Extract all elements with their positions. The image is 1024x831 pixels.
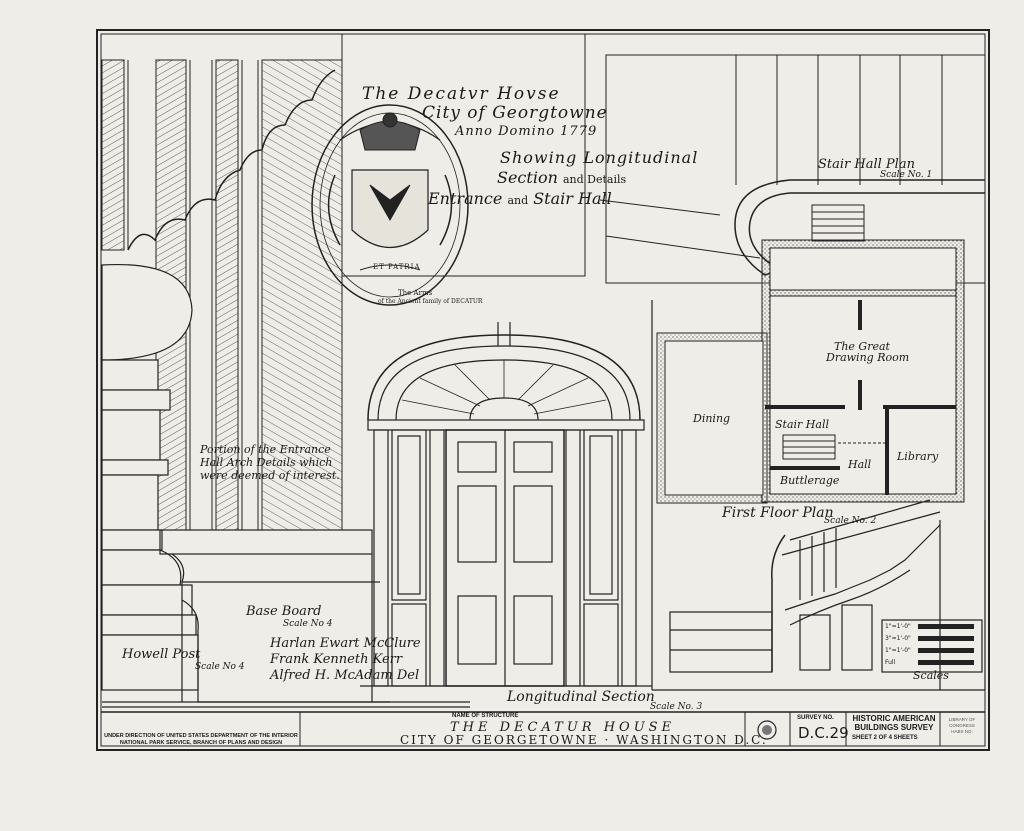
library-stamp: LIBRARY OF CONGRESS HABS NO. [948, 717, 976, 734]
title-line-5: Section and Details [497, 168, 626, 187]
survey-number: D.C.29 [798, 724, 849, 742]
base-board-detail [102, 529, 470, 708]
longitudinal-label: Longitudinal Section [507, 689, 655, 705]
staircase-section [651, 300, 986, 691]
room-dining: Dining [693, 412, 731, 425]
sheet-border [96, 29, 990, 751]
structure-city: CITY OF GEORGETOWNE · WASHINGTON D.C. [400, 733, 768, 747]
survey-label: SURVEY NO. [797, 715, 834, 721]
room-stair-hall: Stair Hall [775, 418, 829, 431]
doorway-elevation [360, 322, 652, 687]
drafter-1: Harlan Ewart McClure [270, 636, 421, 651]
room-buttery: Buttlerage [780, 474, 840, 487]
drafter-2: Frank Kenneth Kerr [270, 652, 403, 667]
first-floor-plan [656, 239, 965, 504]
howell-scale: Scale No 4 [195, 662, 245, 672]
agency-text: UNDER DIRECTION OF UNITED STATES DEPARTM… [104, 733, 298, 746]
arms-motto: ET PATRIA [373, 263, 421, 271]
room-drawing-2: Drawing Room [826, 351, 910, 364]
title-box [341, 33, 586, 277]
scales-label: Scales [913, 669, 949, 682]
coat-of-arms [311, 104, 469, 306]
scale-bars [918, 624, 974, 665]
stair-hall-plan-scale: Scale No. 1 [880, 170, 933, 180]
scale-row-4: Full [885, 659, 896, 666]
newel-post [101, 263, 199, 691]
longitudinal-scale: Scale No. 3 [650, 702, 703, 712]
drafters: Harlan Ewart McClure Frank Kenneth Kerr … [270, 636, 440, 684]
base-board-scale: Scale No 4 [283, 619, 333, 629]
base-board-label: Base Board [246, 604, 322, 619]
entrance-note: Portion of the Entrance Hall Arch Detail… [200, 443, 340, 482]
structure-name: THE DECATUR HOUSE [450, 720, 676, 735]
sheet-number: SHEET 2 OF 4 SHEETS [852, 735, 918, 741]
arms-caption-2: of the Ancient family of DECATUR [378, 298, 483, 305]
seal [757, 720, 777, 740]
title-line-1: The Decatvr Hovse [362, 84, 561, 104]
title-line-6: Entrance and Stair Hall [428, 189, 612, 208]
arms-caption: The Arms [398, 289, 433, 297]
room-drawing-1: The Great [834, 340, 890, 353]
first-floor-label: First Floor Plan [722, 505, 834, 521]
title-line-2: City of Georgtowne [422, 103, 608, 123]
title-stair-hall: Stair Hall [533, 189, 612, 208]
habs-title: HISTORIC AMERICAN BUILDINGS SURVEY [852, 714, 936, 732]
howell-label: Howell Post [122, 647, 201, 662]
title-section: Section [497, 168, 558, 187]
scale-row-1: 1"=1'-0" [885, 623, 911, 630]
stair-hall-plan-label: Stair Hall Plan [818, 157, 915, 172]
scale-row-3: 1"=1'-0" [885, 647, 911, 654]
first-floor-scale: Scale No. 2 [824, 516, 877, 526]
seal-inner [762, 725, 772, 735]
room-hall: Hall [848, 458, 872, 471]
scale-row-2: 3"=1'-0" [885, 635, 911, 642]
structure-label: NAME OF STRUCTURE [452, 713, 519, 719]
title-line-4: Showing Longitudinal [500, 148, 699, 167]
title-line-3: Anno Domino 1779 [455, 124, 598, 139]
drafter-3: Alfred H. McAdam Del [270, 668, 420, 683]
room-library: Library [897, 450, 939, 463]
title-and: and [507, 194, 529, 207]
title-details: and Details [562, 173, 627, 186]
title-entrance: Entrance [428, 189, 503, 208]
